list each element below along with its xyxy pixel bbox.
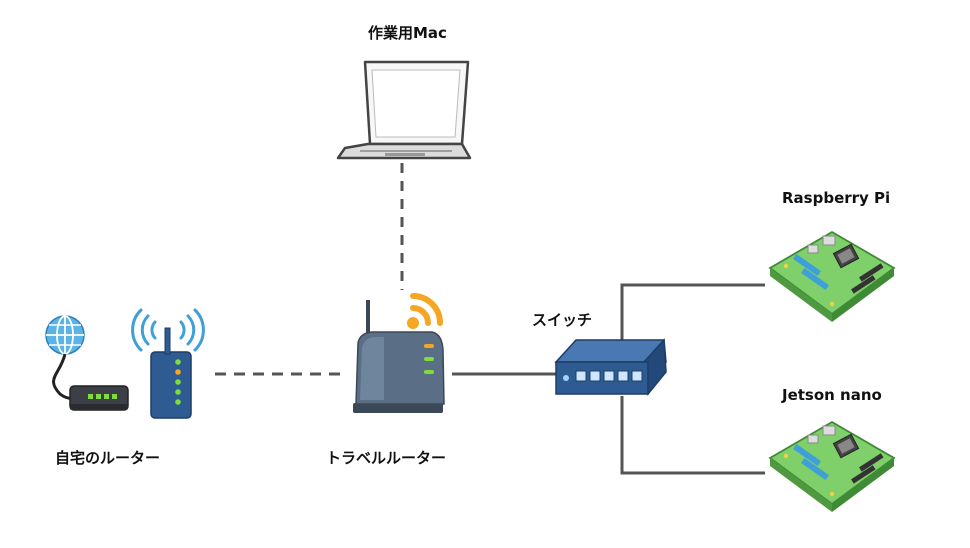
jetson-board-icon [768, 420, 896, 512]
label-jetson: Jetson nano [782, 386, 882, 404]
raspberry-pi-board-icon [768, 230, 896, 322]
travel-router-icon [353, 300, 445, 413]
label-switch: スイッチ [532, 311, 593, 329]
link-switch-to-jetson [620, 396, 765, 475]
wifi-signal-icon [131, 308, 205, 352]
wifi-orange-icon [407, 293, 443, 329]
label-travel-router: トラベルルーター [326, 449, 447, 467]
laptop-icon [336, 60, 472, 160]
home-router-icon [150, 327, 192, 419]
label-home-router: 自宅のルーター [55, 449, 161, 467]
modem-icon [69, 385, 129, 411]
label-raspberry-pi: Raspberry Pi [782, 189, 891, 207]
globe-icon [45, 315, 85, 355]
switch-icon [554, 338, 667, 396]
link-switch-to-raspberry-pi [620, 283, 765, 347]
label-mac: 作業用Mac [368, 24, 447, 42]
